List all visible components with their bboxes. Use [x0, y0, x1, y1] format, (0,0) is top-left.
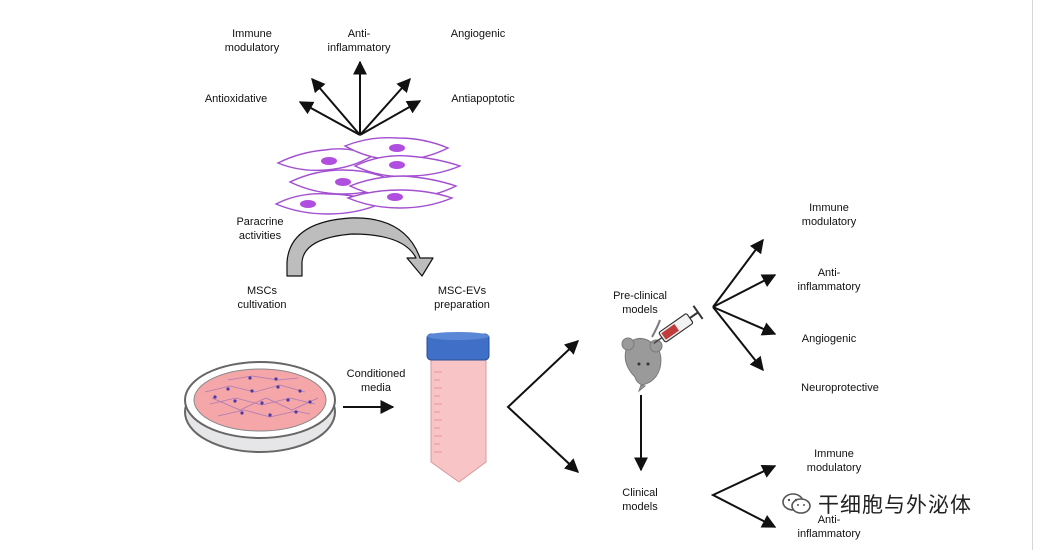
label-paracrine: Paracrine activities [236, 216, 284, 242]
arrow-angiogenic [359, 77, 411, 136]
label-anti-inflammatory-top: Anti- inflammatory [327, 28, 391, 54]
wechat-logo-icon [782, 493, 811, 514]
label-angiogenic-top: Angiogenic [450, 28, 506, 40]
label-immune-preclinical: Immune modulatory [801, 202, 857, 228]
label-anti-inflammatory-clinical: Anti- inflammatory [797, 514, 861, 540]
label-neuroprotective: Neuroprotective [801, 382, 879, 394]
clinical-outcome-arrows [710, 464, 777, 528]
arrow-antioxidative [298, 101, 361, 136]
right-border [1032, 0, 1033, 550]
falcon-tube [426, 332, 490, 483]
branch-arrows [506, 340, 580, 473]
msc-cells [274, 136, 462, 215]
arrow-immune [311, 77, 361, 136]
label-angiogenic-preclinical: Angiogenic [801, 333, 857, 345]
paracrine-arrows [298, 60, 422, 136]
label-antioxidative: Antioxidative [204, 93, 268, 105]
cell-nuclei [300, 144, 405, 208]
watermark-text: 干细胞与外泌体 [818, 493, 972, 517]
arrow-antiapoptotic [359, 100, 422, 136]
label-antiapoptotic: Antiapoptotic [451, 93, 515, 105]
syringe-icon [653, 305, 704, 344]
label-clinical-models: Clinical models [622, 487, 658, 513]
label-immune-clinical: Immune modulatory [806, 448, 862, 474]
label-anti-inflammatory-preclinical: Anti- inflammatory [797, 267, 861, 293]
petri-dish [184, 361, 336, 453]
curved-arrow [286, 217, 434, 277]
label-immune-top: Immune modulatory [224, 28, 280, 54]
watermark: 干细胞与外泌体 [782, 487, 1022, 521]
label-msc-evs-preparation: MSC-EVs preparation [434, 285, 490, 311]
preclinical-outcome-arrows [712, 238, 777, 372]
label-conditioned-media: Conditioned media [346, 368, 406, 394]
mouse-icon [621, 319, 663, 393]
label-preclinical-models: Pre-clinical models [613, 290, 667, 316]
label-mscs-cultivation: MSCs cultivation [237, 285, 287, 311]
